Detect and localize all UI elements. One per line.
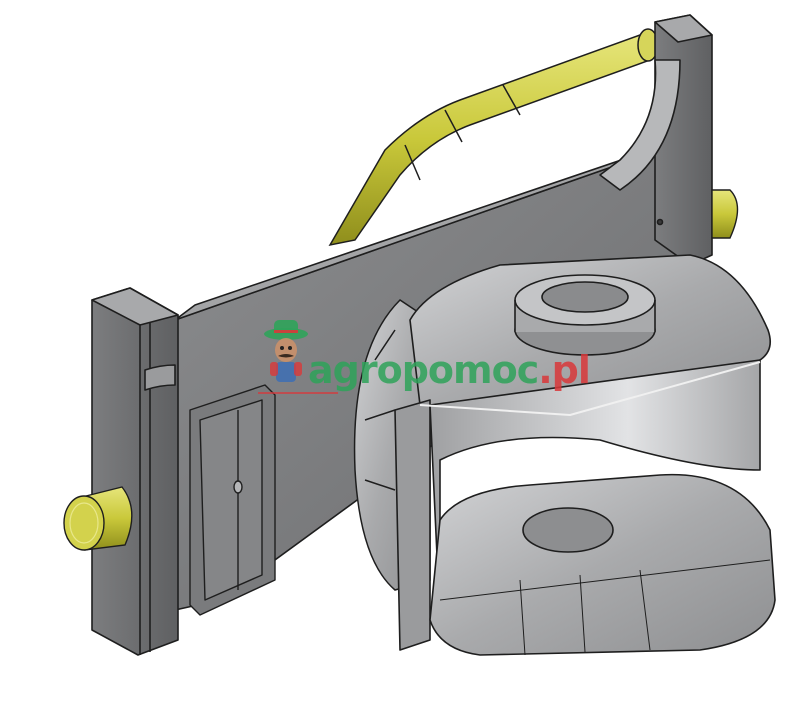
watermark-text: agropomoc.pl [308,348,591,392]
right-end-block [599,14,713,266]
right-pin [711,189,739,239]
farmer-mascot-icon [264,320,308,382]
coupling-jaw [394,254,776,656]
watermark-tld: .pl [538,348,591,392]
left-end-block [91,287,179,656]
watermark: agropomoc.pl [258,316,591,398]
watermark-brand: agropomoc [308,348,539,392]
watermark-underline [258,392,338,394]
left-pin [63,486,133,551]
left-recess [189,384,276,616]
